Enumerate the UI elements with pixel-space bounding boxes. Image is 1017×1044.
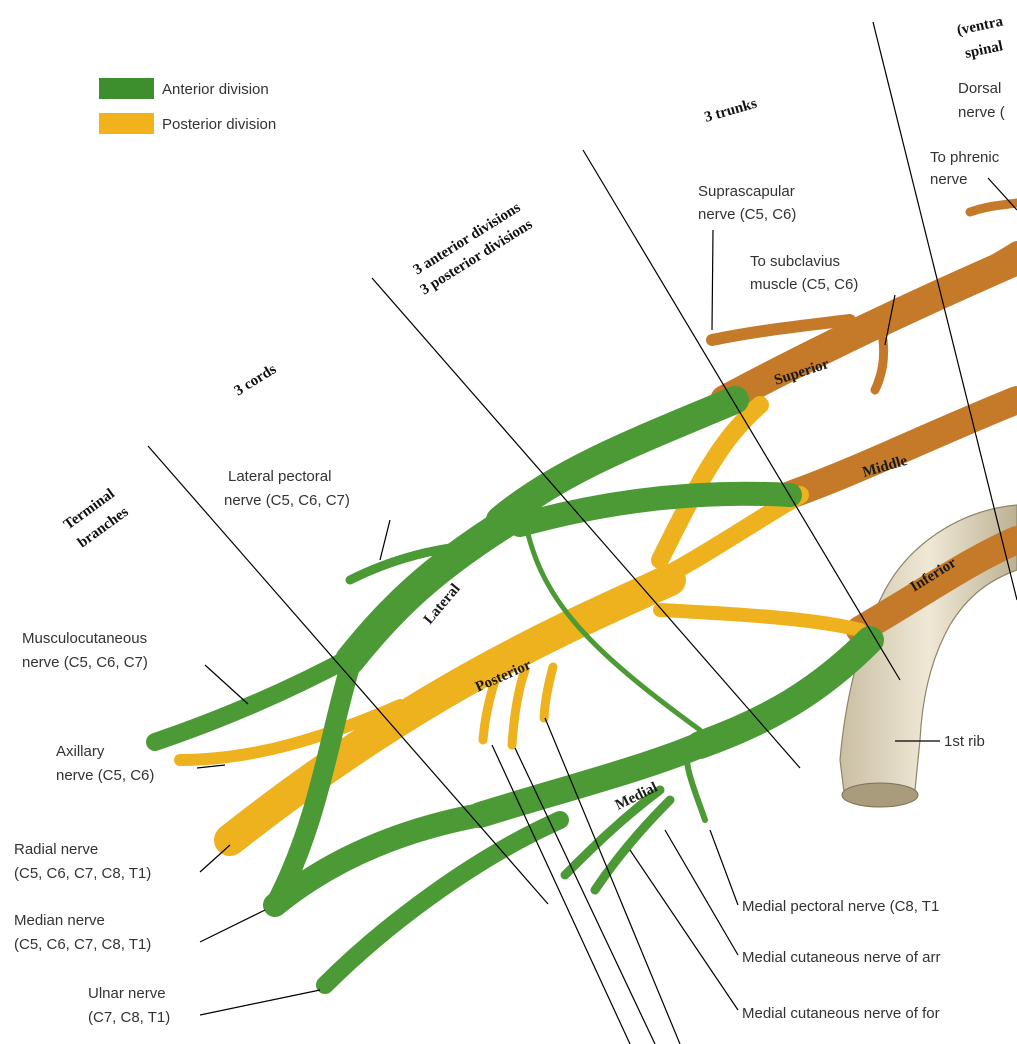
label-axillary-2: nerve (C5, C6) xyxy=(56,767,154,784)
legend-label-posterior: Posterior division xyxy=(162,116,276,133)
label-dorsal-1: Dorsal xyxy=(958,80,1001,97)
subscapular-branch-3 xyxy=(544,667,553,718)
label-subclavius-2: muscle (C5, C6) xyxy=(750,276,858,293)
posterior-cord xyxy=(230,580,670,840)
middle-trunk xyxy=(790,400,1017,495)
label-medial-cutaneous-arm: Medial cutaneous nerve of arr xyxy=(742,949,940,966)
label-lateral-pectoral-1: Lateral pectoral xyxy=(228,468,331,485)
label-first-rib: 1st rib xyxy=(944,733,985,750)
legend-swatch-posterior xyxy=(99,113,154,134)
legend: Anterior division Posterior division xyxy=(99,78,276,134)
label-radial-2: (C5, C6, C7, C8, T1) xyxy=(14,865,151,882)
label-phrenic-1: To phrenic xyxy=(930,149,1000,166)
label-medial-cutaneous-forearm: Medial cutaneous nerve of for xyxy=(742,1005,940,1022)
header-trunks: 3 trunks xyxy=(703,96,759,126)
label-suprascapular-1: Suprascapular xyxy=(698,183,795,200)
label-dorsal-2: nerve ( xyxy=(958,104,1005,121)
superior-trunk-upper xyxy=(850,250,1017,330)
header-roots-1: (ventra xyxy=(956,13,1005,38)
posterior-division-inferior xyxy=(660,610,860,630)
label-suprascapular-2: nerve (C5, C6) xyxy=(698,206,796,223)
label-musculocutaneous-1: Musculocutaneous xyxy=(22,630,147,647)
subclavius-nerve xyxy=(875,340,884,390)
label-radial-1: Radial nerve xyxy=(14,841,98,858)
label-ulnar-2: (C7, C8, T1) xyxy=(88,1009,170,1026)
label-medial-pectoral: Medial pectoral nerve (C8, T1 xyxy=(742,898,939,915)
label-axillary-1: Axillary xyxy=(56,743,105,760)
label-phrenic-2: nerve xyxy=(930,171,968,188)
label-subclavius-1: To subclavius xyxy=(750,253,840,270)
label-musculocutaneous-2: nerve (C5, C6, C7) xyxy=(22,654,148,671)
legend-label-anterior: Anterior division xyxy=(162,81,269,98)
header-cords: 3 cords xyxy=(232,361,280,399)
label-ulnar-1: Ulnar nerve xyxy=(88,985,166,1002)
phrenic-branch xyxy=(970,203,1017,212)
label-median-1: Median nerve xyxy=(14,912,105,929)
header-roots-2: spinal xyxy=(964,38,1005,62)
label-median-2: (C5, C6, C7, C8, T1) xyxy=(14,936,151,953)
label-lateral-pectoral-2: nerve (C5, C6, C7) xyxy=(224,492,350,509)
legend-swatch-anterior xyxy=(99,78,154,99)
subscapular-branch-2 xyxy=(512,670,525,745)
